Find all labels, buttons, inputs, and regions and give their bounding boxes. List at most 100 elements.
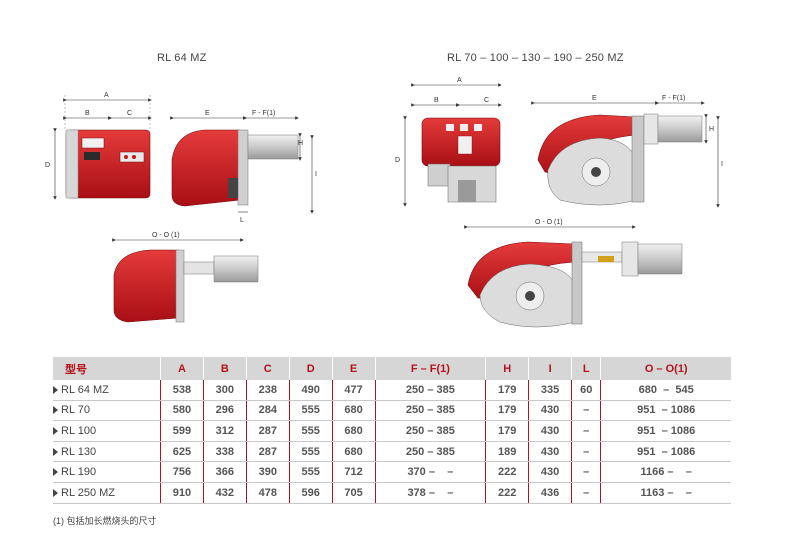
dim-label-d-series: D <box>395 157 400 164</box>
col-header-c: C <box>246 357 290 380</box>
value-cell: 580 <box>160 400 204 422</box>
dim-label-h-series: H <box>709 126 714 133</box>
dim-label-oo1-series: O - O (1) <box>535 219 563 226</box>
value-cell: 680 – 545 <box>600 380 731 401</box>
triangle-bullet-icon <box>53 468 58 477</box>
value-cell: 555 <box>289 400 333 422</box>
rl-series-front-view: A B C D <box>395 77 502 207</box>
model-label: RL 130 <box>61 445 97 458</box>
model-label: RL 64 MZ <box>61 383 109 396</box>
dim-label-c: C <box>127 110 132 117</box>
value-cell: – <box>571 461 602 483</box>
value-cell: 300 <box>203 380 247 401</box>
model-cell: RL 70 <box>53 400 161 422</box>
value-cell: – <box>571 482 602 504</box>
value-cell: 680 <box>332 400 376 422</box>
model-cell: RL 190 <box>53 461 161 483</box>
model-cell: RL 130 <box>53 441 161 463</box>
value-cell: 625 <box>160 441 204 463</box>
col-header-oo1: O – O(1) <box>600 357 731 380</box>
figure-title-rl-series: RL 70 – 100 – 130 – 190 – 250 MZ <box>447 52 624 64</box>
col-header-a: A <box>160 357 204 380</box>
model-label: RL 70 <box>61 404 90 417</box>
col-header-e: E <box>332 357 376 380</box>
value-cell: 680 <box>332 420 376 442</box>
dimension-table: 型号 A B C D E F – F(1) H I L O – O(1) RL … <box>53 357 731 504</box>
value-cell: 555 <box>289 420 333 442</box>
value-cell: 951 – 1086 <box>600 420 731 442</box>
model-label: RL 100 <box>61 424 97 437</box>
value-cell: 250 – 385 <box>375 420 487 442</box>
triangle-bullet-icon <box>53 385 58 394</box>
triangle-bullet-icon <box>53 447 58 456</box>
value-cell: 1163 – – <box>600 482 731 504</box>
triangle-bullet-icon <box>53 427 58 436</box>
col-header-model: 型号 <box>53 357 161 380</box>
dim-label-c-series: C <box>484 97 489 104</box>
dim-label-ff1: F - F(1) <box>252 110 275 117</box>
col-header-d: D <box>289 357 333 380</box>
triangle-bullet-icon <box>53 406 58 415</box>
value-cell: 680 <box>332 441 376 463</box>
dim-label-e-series: E <box>592 95 597 102</box>
dim-label-e: E <box>205 110 210 117</box>
rl-series-side-view: E F - F(1) H I <box>531 95 723 208</box>
value-cell: 555 <box>289 461 333 483</box>
value-cell: 238 <box>246 380 290 401</box>
value-cell: 910 <box>160 482 204 504</box>
value-cell: 951 – 1086 <box>600 400 731 422</box>
value-cell: 430 <box>528 441 573 463</box>
value-cell: 430 <box>528 400 573 422</box>
value-cell: 250 – 385 <box>375 400 487 422</box>
value-cell: 478 <box>246 482 290 504</box>
value-cell: 599 <box>160 420 204 442</box>
table-header-row: 型号 A B C D E F – F(1) H I L O – O(1) <box>53 357 731 380</box>
value-cell: 436 <box>528 482 573 504</box>
value-cell: 951 – 1086 <box>600 441 731 463</box>
value-cell: 430 <box>528 461 573 483</box>
value-cell: 179 <box>485 420 530 442</box>
value-cell: 1166 – – <box>600 461 731 483</box>
value-cell: 287 <box>246 420 290 442</box>
rl64-side-view: E F - F(1) H I L <box>170 110 317 224</box>
dim-label-ff1-series: F - F(1) <box>662 95 685 102</box>
model-cell: RL 100 <box>53 420 161 442</box>
value-cell: 430 <box>528 420 573 442</box>
figure-title-rl64: RL 64 MZ <box>157 52 207 64</box>
value-cell: 312 <box>203 420 247 442</box>
dim-label-a: A <box>104 92 109 99</box>
dim-label-b: B <box>85 110 90 117</box>
value-cell: 490 <box>289 380 333 401</box>
dim-label-d: D <box>45 162 50 169</box>
value-cell: 335 <box>528 380 573 401</box>
value-cell: 555 <box>289 441 333 463</box>
value-cell: 705 <box>332 482 376 504</box>
value-cell: 366 <box>203 461 247 483</box>
value-cell: – <box>571 420 602 442</box>
value-cell: 390 <box>246 461 290 483</box>
col-header-l: L <box>571 357 602 380</box>
model-label: RL 190 <box>61 466 97 479</box>
value-cell: 222 <box>485 461 530 483</box>
value-cell: 179 <box>485 400 530 422</box>
value-cell: 370 – – <box>375 461 487 483</box>
value-cell: 222 <box>485 482 530 504</box>
col-header-ff1: F – F(1) <box>375 357 487 380</box>
value-cell: 712 <box>332 461 376 483</box>
col-header-b: B <box>203 357 247 380</box>
dim-label-h: H <box>298 140 303 147</box>
dim-label-i: I <box>315 171 317 178</box>
value-cell: – <box>571 400 602 422</box>
dim-label-a-series: A <box>457 77 462 84</box>
rl-series-long-head-view: O - O (1) <box>464 219 683 328</box>
value-cell: 538 <box>160 380 204 401</box>
value-cell: 287 <box>246 441 290 463</box>
col-header-h: H <box>485 357 530 380</box>
burner-drawings: A B C D E F - F(1) H I L O - O (1) <box>45 77 723 328</box>
